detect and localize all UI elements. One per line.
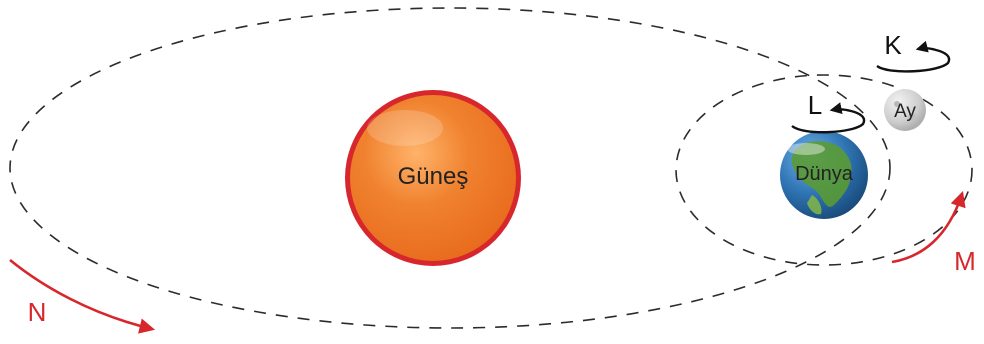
m-motion: M (891, 191, 976, 276)
moon-orbit (675, 74, 973, 266)
k-rotation-arrow-icon (876, 40, 951, 73)
earth-orbit (9, 7, 891, 329)
k-label: K (884, 30, 902, 60)
m-label: M (954, 246, 976, 276)
earth-label: Dünya (795, 163, 854, 185)
n-motion-arrow-icon (9, 258, 156, 334)
moon-label: Ay (894, 101, 916, 122)
moon-crater-2 (908, 113, 916, 121)
sun-highlight (367, 110, 443, 146)
moon: Ay (884, 89, 926, 131)
moon-crater-1 (894, 101, 900, 107)
sun: Güneş (345, 90, 521, 266)
k-rotation: K (876, 30, 951, 73)
l-rotation-arrow-icon (791, 102, 866, 134)
earth: Dünya (780, 131, 868, 219)
earth-land-secondary (807, 195, 822, 215)
earth-cloud (787, 143, 825, 155)
sun-label: Güneş (398, 163, 469, 190)
sun-body (350, 95, 516, 261)
n-motion: N (9, 258, 156, 334)
m-motion-arrow-icon (891, 191, 966, 264)
n-label: N (28, 297, 47, 327)
l-label: L (808, 90, 822, 120)
earth-land (791, 141, 852, 207)
l-rotation: L (791, 90, 866, 134)
moon-body (884, 89, 926, 131)
